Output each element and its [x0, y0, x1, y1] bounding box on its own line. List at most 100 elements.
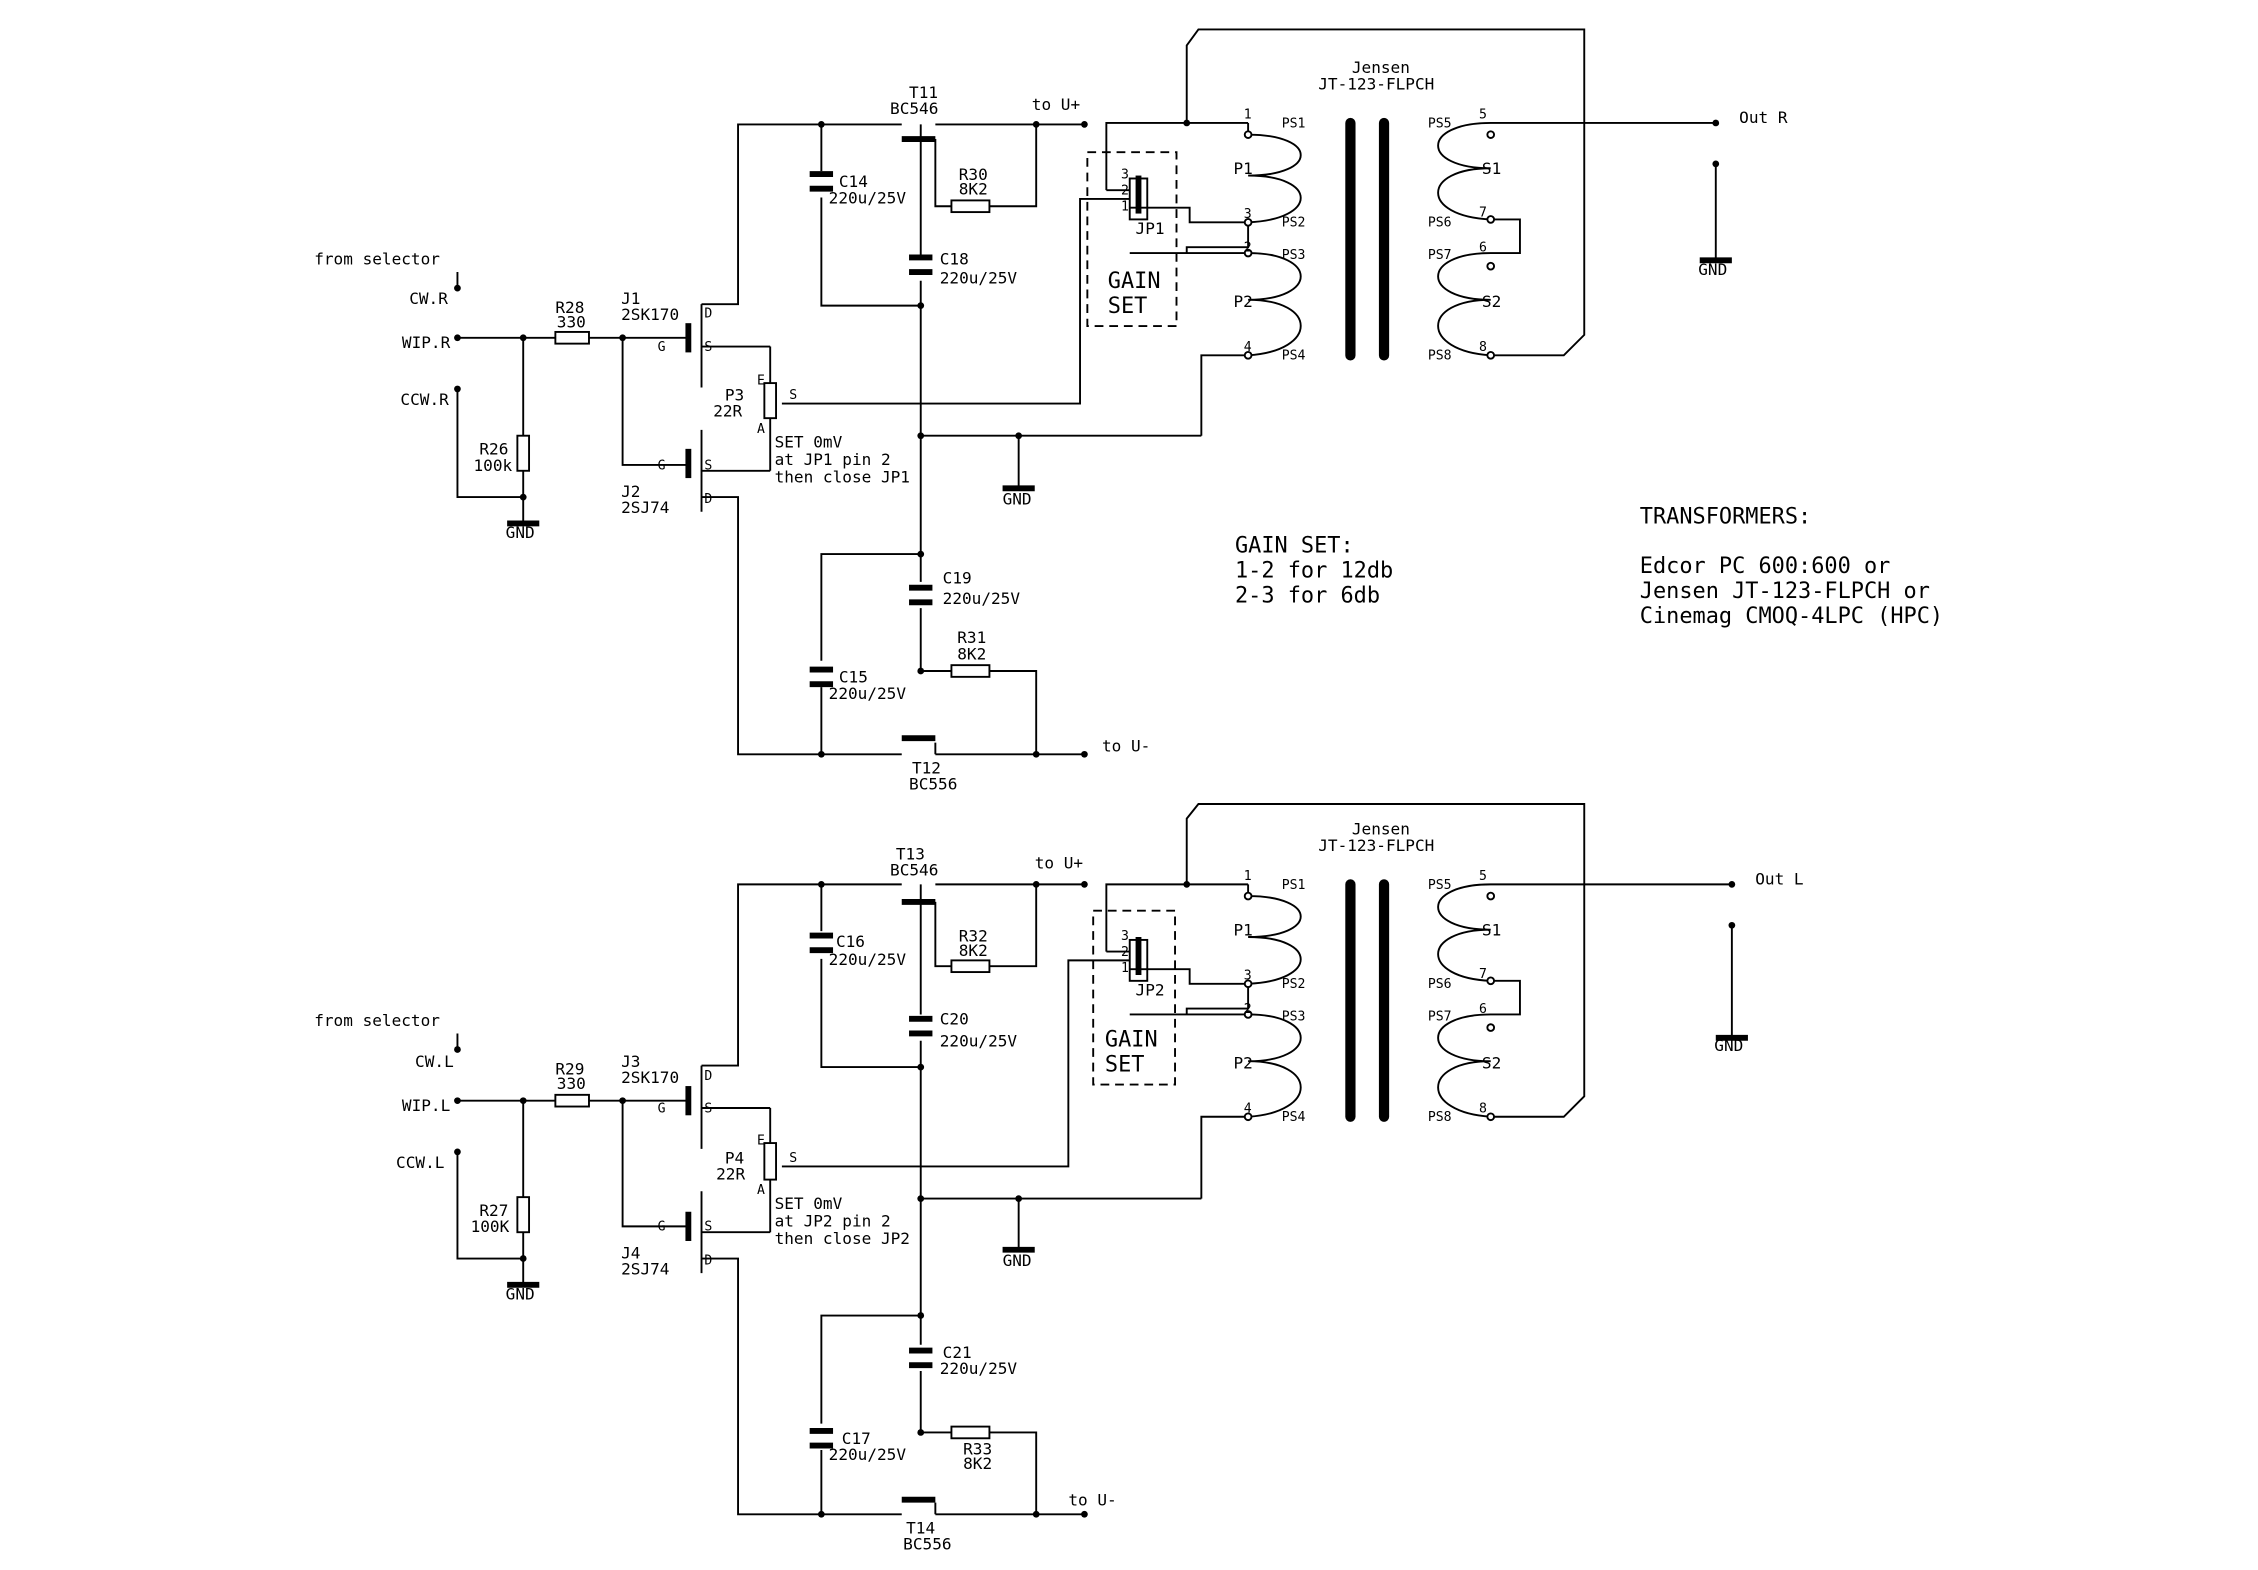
supply-neg-label: to U-	[1102, 736, 1150, 755]
resistor-r26	[516, 434, 531, 472]
r27-name: R27	[479, 1201, 508, 1220]
pad-label: PS4	[1282, 349, 1306, 364]
capacitor-c17	[809, 1428, 834, 1449]
jp1-label: JP1	[1136, 219, 1165, 238]
capacitor-c16	[809, 932, 834, 954]
pad-label: PS7	[1428, 1009, 1452, 1024]
pin-label: A	[757, 422, 765, 437]
jp2-label: JP2	[1136, 980, 1165, 999]
capacitor-c15	[809, 666, 834, 688]
ccw-label: CCW.L	[396, 1153, 444, 1172]
r28-value: 330	[557, 313, 586, 332]
pin-label: G	[658, 458, 666, 473]
set-note-2: at JP1 pin 2	[775, 450, 891, 469]
pin-label: E	[757, 374, 765, 389]
pad-label: PS2	[1282, 977, 1306, 992]
junction-dots	[454, 119, 1720, 758]
r27-value: 100K	[471, 1217, 510, 1236]
r32-name: R32	[959, 926, 988, 945]
pin-label: G	[658, 340, 666, 355]
gain-set-title: GAIN SET:	[1235, 534, 1354, 559]
t13-name: T13	[896, 845, 925, 864]
primary-1-label: P1	[1233, 921, 1252, 940]
capacitor-c14	[809, 171, 834, 192]
r31-name: R31	[957, 628, 986, 647]
r33-value: 8K2	[963, 1454, 992, 1473]
c14-value: 220u/25V	[829, 188, 907, 207]
pin-label: 8	[1479, 340, 1487, 355]
r30-name: R30	[959, 165, 988, 184]
transformer-part: JT-123-FLPCH	[1318, 74, 1434, 93]
pad-label: PS1	[1282, 116, 1306, 131]
gnd-label: GND	[506, 1284, 535, 1303]
r33-name: R33	[963, 1439, 992, 1458]
pad-label: PS5	[1428, 116, 1452, 131]
c20-name: C20	[940, 1010, 969, 1029]
transformer-pins	[1243, 130, 1496, 360]
gnd-label: GND	[1714, 1036, 1743, 1055]
from-selector-label: from selector	[314, 1011, 440, 1030]
gnd-label: GND	[1698, 260, 1727, 279]
supply-neg-label: to U-	[1068, 1491, 1116, 1510]
c18-value: 220u/25V	[940, 269, 1018, 288]
resistor-r28	[554, 330, 590, 345]
pin-label: 2	[1244, 1002, 1252, 1017]
p4-name: P4	[725, 1149, 744, 1168]
ground-symbol	[507, 1034, 1748, 1288]
set-note-1: SET 0mV	[775, 432, 843, 451]
resistor-r27	[516, 1196, 531, 1234]
r31-value: 8K2	[957, 644, 986, 663]
c19-value: 220u/25V	[943, 589, 1021, 608]
c15-value: 220u/25V	[829, 684, 907, 703]
pad-label: PS5	[1428, 878, 1452, 893]
pin-label: 2	[1121, 184, 1129, 199]
pad-label: PS6	[1428, 977, 1452, 992]
pin-label: 1	[1244, 108, 1252, 123]
pin-label: S	[704, 1101, 712, 1116]
gnd-label: GND	[1003, 489, 1032, 508]
pin-label: 7	[1479, 205, 1487, 220]
pad-label: PS2	[1282, 216, 1306, 231]
supply-pos-label: to U+	[1035, 853, 1083, 872]
pin-label: 8	[1479, 1101, 1487, 1116]
pin-label: 1	[1121, 200, 1129, 215]
pin-label: 3	[1121, 929, 1129, 944]
primary-1-label: P1	[1233, 159, 1252, 178]
pin-label: S	[704, 340, 712, 355]
gain-box-line-2: SET	[1105, 1052, 1145, 1077]
resistor-r30	[950, 199, 991, 214]
pin-label: E	[757, 1134, 765, 1149]
c21-name: C21	[943, 1343, 972, 1362]
t12-name: T12	[912, 758, 941, 777]
output-label: Out L	[1755, 869, 1803, 888]
secondary-2-label: S2	[1482, 292, 1501, 311]
pin-label: D	[704, 1253, 712, 1268]
capacitor-c18	[909, 254, 933, 275]
pin-label: 3	[1244, 207, 1252, 222]
c17-value: 220u/25V	[829, 1445, 907, 1464]
ground-symbol	[507, 257, 1732, 527]
t11-part: BC546	[890, 99, 938, 118]
c20-value: 220u/25V	[940, 1032, 1018, 1051]
resistor-r31	[950, 664, 991, 678]
wire	[456, 28, 1717, 756]
wire	[456, 803, 1733, 1516]
p3-value: 22R	[713, 402, 742, 421]
pin-label: 6	[1479, 241, 1487, 256]
t13-part: BC546	[890, 861, 938, 880]
j2-name: J2	[621, 482, 640, 501]
secondary-1-label: S1	[1482, 159, 1501, 178]
c17-name: C17	[842, 1429, 871, 1448]
pin-label: S	[704, 1220, 712, 1235]
transformer-part: JT-123-FLPCH	[1318, 836, 1434, 855]
ccw-label: CCW.R	[400, 390, 449, 409]
capacitor-c19	[909, 584, 933, 606]
from-selector-label: from selector	[314, 250, 440, 269]
gnd-label: GND	[1003, 1251, 1032, 1270]
transformer-pins	[1243, 891, 1496, 1122]
gain-box-line-1: GAIN	[1108, 269, 1161, 294]
j4-name: J4	[621, 1244, 640, 1263]
j3-part: 2SK170	[621, 1068, 679, 1087]
pin-label: D	[704, 492, 712, 507]
c16-name: C16	[836, 932, 865, 951]
